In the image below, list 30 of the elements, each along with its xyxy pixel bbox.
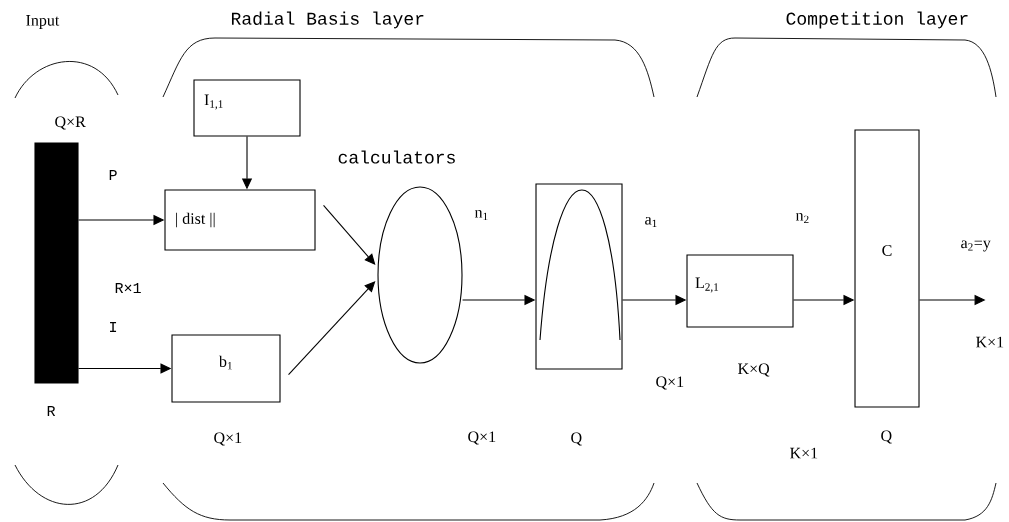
dimension-label: K×1 — [976, 336, 1004, 348]
dimension-label: Q×1 — [468, 431, 496, 445]
dimension-label: K×1 — [790, 447, 818, 459]
process-box: | dist || — [164, 189, 316, 251]
dimension-label: P — [109, 170, 117, 180]
layer-title: Competition layer — [786, 11, 968, 29]
arrow — [288, 281, 376, 376]
dimension-label: Q×1 — [214, 432, 242, 446]
dimension-label: Q — [881, 430, 892, 444]
dimension-label: Q — [571, 432, 582, 446]
process-box: b$_{1}$ — [171, 334, 281, 403]
process-box: I$_{1,1}$ — [193, 79, 301, 137]
layer-title: Input — [26, 15, 60, 29]
dimension-label: K×Q — [738, 363, 770, 377]
dimension-label: Q×1 — [656, 376, 684, 390]
radial-basis-box — [535, 183, 623, 370]
calculator-ellipse — [377, 186, 463, 364]
layer-title: Radial Basis layer — [232, 11, 424, 29]
input-bar — [34, 142, 79, 384]
dimension-label: a$_{1}$ — [645, 216, 657, 228]
process-box: L$_{2,1}$ — [686, 254, 794, 328]
dimension-label: calculators — [338, 150, 455, 164]
competition-box: C — [854, 129, 920, 408]
arrow — [323, 204, 376, 265]
dimension-label: R×1 — [115, 283, 141, 293]
dimension-label: n$_{2}$ — [795, 212, 809, 224]
dimension-label: a$_{2}$=y — [961, 240, 991, 252]
dimension-label: R — [47, 406, 56, 416]
dimension-label: Q×R — [55, 116, 86, 130]
dimension-label: I — [110, 322, 117, 332]
